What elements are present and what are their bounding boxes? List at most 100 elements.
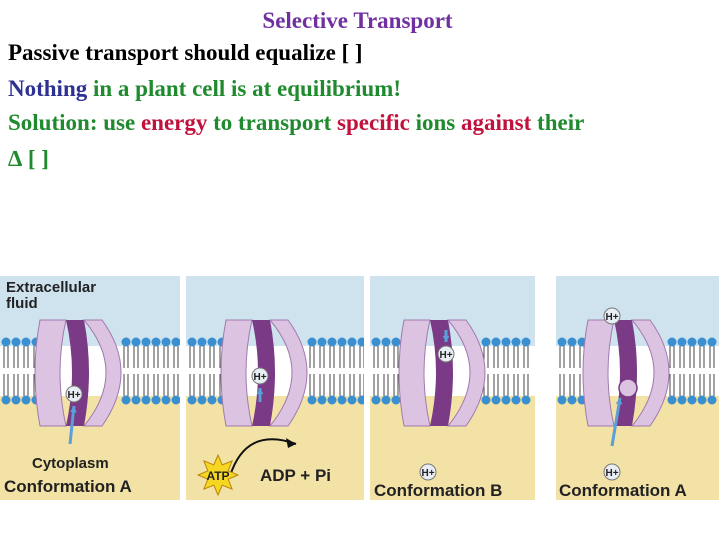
- extracellular-region: [370, 276, 535, 346]
- cytoplasm-region: [370, 396, 535, 500]
- arrow-panel1-head: [70, 406, 77, 413]
- lipid-head: [687, 395, 697, 405]
- lipid-head: [121, 337, 131, 347]
- lipid-head: [707, 395, 717, 405]
- extracellular-label: Extracellular fluid: [6, 279, 97, 312]
- lipid-head: [567, 337, 577, 347]
- solution-part3: to transport: [207, 110, 338, 135]
- ion-h-panel4-out: [603, 307, 621, 325]
- lipid-head: [161, 337, 171, 347]
- slide-title: Selective Transport: [262, 8, 453, 33]
- lipid-head: [151, 395, 161, 405]
- lipid-head: [481, 395, 491, 405]
- ion-h-panel2: [251, 367, 269, 385]
- binding-site-panel4: [618, 378, 638, 398]
- lipid-head: [121, 395, 131, 405]
- lipid-head: [391, 395, 401, 405]
- lipid-head: [371, 395, 381, 405]
- lipid-head: [317, 395, 327, 405]
- ion-h-panel4-cyto: [603, 463, 621, 481]
- lipid-head: [521, 337, 531, 347]
- atp-burst: [196, 453, 240, 497]
- membrane-core: [186, 346, 364, 396]
- lipid-head: [307, 395, 317, 405]
- lipid-head: [151, 337, 161, 347]
- panel1-conformation-label: Conformation A: [4, 477, 132, 496]
- word-nothing: Nothing: [8, 76, 88, 101]
- lipid-head: [511, 337, 521, 347]
- ion-h-panel2-text: H+: [253, 372, 266, 383]
- ion-h-panel1: [65, 385, 83, 403]
- lipid-head: [491, 337, 501, 347]
- lipid-head: [327, 337, 337, 347]
- arrow-panel4-head: [615, 398, 623, 405]
- lipid-head: [11, 395, 21, 405]
- lipid-head: [567, 395, 577, 405]
- panel-conformation-a-2: H+ H+ Conformation A: [556, 276, 719, 500]
- lipid-head: [357, 395, 364, 405]
- lipid-head: [677, 395, 687, 405]
- transport-protein-right: [630, 319, 670, 427]
- line-equilibrium: Nothing in a plant cell is at equilibriu…: [8, 76, 401, 102]
- ion-h-panel4-cyto-text: H+: [605, 468, 618, 479]
- reaction-curve: [229, 438, 297, 477]
- lipid-head: [697, 395, 707, 405]
- line-delta-concentration: ∆ [ ]: [8, 146, 49, 171]
- lipid-head: [667, 395, 677, 405]
- lipid-head: [11, 337, 21, 347]
- arrow-panel4: [610, 397, 622, 447]
- panel-conformation-b: H+H+ Conformation B: [370, 276, 535, 500]
- line-passive-transport: Passive transport should equalize [ ]: [8, 40, 363, 65]
- arrow-panel1: [68, 405, 76, 445]
- ion-h-panel4-out-text: H+: [605, 312, 618, 323]
- transport-protein-right: [446, 319, 486, 427]
- panel3-conformation-label: Conformation B: [374, 481, 503, 500]
- ion-h-panel3-cyto-text: H+: [421, 468, 434, 479]
- word-against: against: [461, 110, 532, 135]
- extracellular-region: [186, 276, 364, 346]
- extracellular-region: [0, 276, 180, 346]
- lipid-head: [21, 395, 31, 405]
- ion-h-panel3-cyto: [419, 463, 437, 481]
- cytoplasm-label: Cytoplasm: [32, 455, 109, 472]
- lipid-head: [337, 395, 347, 405]
- word-specific: specific: [337, 110, 410, 135]
- lipid-head: [161, 395, 171, 405]
- lipid-head: [21, 337, 31, 347]
- lipid-head: [347, 337, 357, 347]
- lipid-head: [707, 337, 717, 347]
- lipid-head: [337, 337, 347, 347]
- cytoplasm-region: [556, 396, 719, 500]
- lipid-head: [131, 395, 141, 405]
- panel2-svg: H+ATP: [186, 276, 364, 500]
- arrow-panel2-head: [256, 388, 264, 395]
- lipid-head: [317, 337, 327, 347]
- ion-h-panel1-text: H+: [67, 390, 80, 401]
- solution-part7: their: [531, 110, 585, 135]
- lipid-head: [207, 395, 217, 405]
- lipid-head: [197, 337, 207, 347]
- panel4-conformation-label: Conformation A: [559, 481, 687, 500]
- lipid-head: [687, 337, 697, 347]
- lipid-head: [481, 337, 491, 347]
- lipid-head: [557, 395, 567, 405]
- membrane-core: [0, 346, 180, 396]
- panel-atp-hydrolysis: H+ATP ADP + Pi: [186, 276, 364, 500]
- lipid-head: [131, 337, 141, 347]
- lipid-head: [207, 337, 217, 347]
- lipid-head: [697, 337, 707, 347]
- ion-h-panel3: [437, 345, 455, 363]
- lipid-head: [521, 395, 531, 405]
- lipid-head: [381, 337, 391, 347]
- lipid-head: [171, 337, 180, 347]
- solution-part1: Solution: use: [8, 110, 141, 135]
- lipid-head: [307, 337, 317, 347]
- lipid-head: [141, 395, 151, 405]
- extracellular-region: [556, 276, 719, 346]
- lipid-head: [1, 395, 11, 405]
- line-solution: Solution: use energy to transport specif…: [8, 110, 584, 136]
- lipid-head: [197, 395, 207, 405]
- solution-part5: ions: [409, 110, 461, 135]
- lipid-head: [667, 337, 677, 347]
- panel-conformation-a-1: H+ Extracellular fluid Cytoplasm Conform…: [0, 276, 180, 500]
